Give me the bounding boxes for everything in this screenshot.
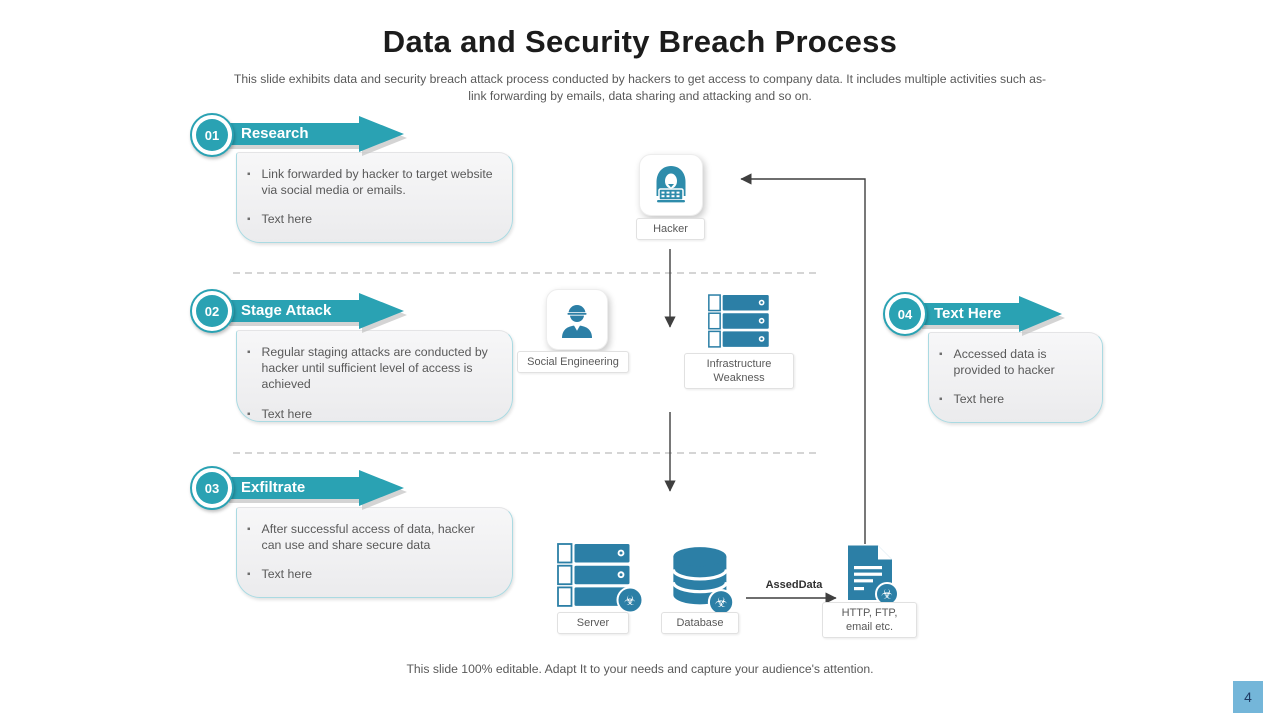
server-label: Server: [557, 612, 629, 635]
step-04-banner: Text Here: [919, 296, 1065, 336]
step-02-text-box: Regular staging attacks are conducted by…: [236, 330, 513, 422]
subtitle-line-1: This slide exhibits data and security br…: [233, 72, 1047, 86]
step-02-number: 02: [196, 295, 228, 327]
step-03-number: 03: [196, 472, 228, 504]
step-01-banner: Research: [226, 116, 407, 156]
step-02-circle: 02: [190, 289, 234, 333]
step-02-bullet-1: Regular staging attacks are conducted by…: [247, 344, 498, 393]
step-04-text-box: Accessed data is provided to hacker Text…: [928, 332, 1103, 423]
server-rack-biohazard-icon: ☣: [557, 543, 644, 614]
hacker-icon: [656, 166, 686, 203]
http-ftp-email-label: HTTP, FTP, email etc.: [822, 602, 917, 639]
hacker-label: Hacker: [636, 218, 705, 241]
biohazard-badge: ☣: [707, 589, 735, 615]
step-01-text-box: Link forwarded by hacker to target websi…: [236, 152, 513, 243]
svg-text:☣: ☣: [624, 594, 636, 609]
svg-text:☣: ☣: [881, 588, 893, 603]
step-01-number: 01: [196, 119, 228, 151]
social-engineering-label: Social Engineering: [517, 351, 629, 374]
flow-arrow-label: AssedData: [765, 579, 823, 591]
database-biohazard-icon: ☣: [671, 547, 735, 615]
step-02-bullet-2: Text here: [247, 406, 498, 423]
step-04-bullet-2: Text here: [939, 391, 1088, 408]
database-label: Database: [661, 612, 739, 635]
step-02-banner: Stage Attack: [226, 293, 407, 333]
engineer-icon: [562, 304, 592, 338]
step-03-banner: Exfiltrate: [226, 470, 407, 510]
step-03-text-box: After successful access of data, hacker …: [236, 507, 513, 598]
social-engineering-card: [546, 289, 608, 350]
step-01-bullet-2: Text here: [247, 211, 498, 228]
page-title: Data and Security Breach Process: [382, 24, 898, 59]
biohazard-badge: ☣: [616, 586, 644, 614]
step-04-number: 04: [889, 298, 921, 330]
step-04-circle: 04: [883, 292, 927, 336]
svg-text:☣: ☣: [715, 595, 727, 611]
page-number-badge: 4: [1233, 681, 1263, 713]
step-03-circle: 03: [190, 466, 234, 510]
subtitle-line-2: link forwarding by emails, data sharing …: [468, 88, 812, 103]
slide-subtitle: This slide exhibits data and security br…: [190, 71, 1090, 105]
step-04-bullet-1: Accessed data is provided to hacker: [939, 346, 1088, 378]
step-01-bullet-1: Link forwarded by hacker to target websi…: [247, 166, 498, 198]
step-03-bullet-2: Text here: [247, 566, 498, 583]
footer-note: This slide 100% editable. Adapt It to yo…: [406, 662, 874, 676]
infrastructure-weakness-label: Infrastructure Weakness: [684, 353, 794, 390]
hacker-card: [639, 154, 703, 216]
step-03-bullet-1: After successful access of data, hacker …: [247, 521, 498, 553]
document-biohazard-icon: ☣: [848, 545, 899, 606]
step-01-circle: 01: [190, 113, 234, 157]
server-rack-icon: [708, 294, 769, 348]
